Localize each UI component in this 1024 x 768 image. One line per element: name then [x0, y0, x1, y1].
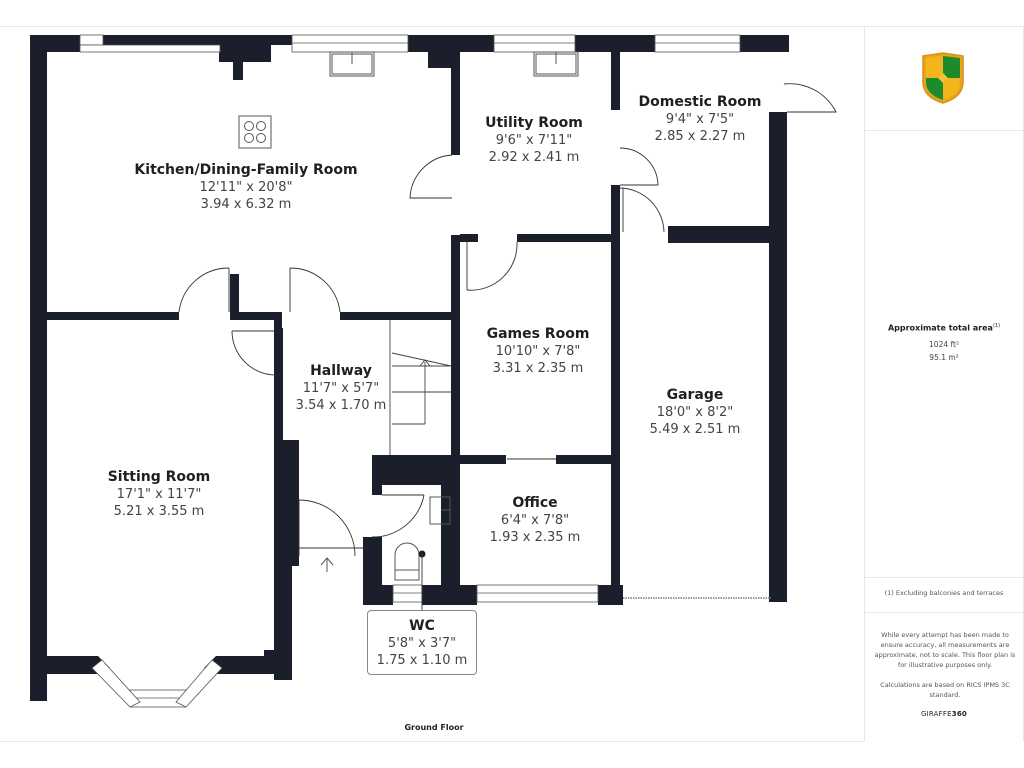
top-divider — [0, 26, 1024, 27]
wc-callout-box — [367, 610, 477, 675]
room-metric: 3.31 x 2.35 m — [492, 361, 584, 376]
sidebar-divider — [865, 612, 1023, 613]
room-imperial: 6'4" x 7'8" — [500, 513, 570, 528]
room-imperial: 11'7" x 5'7" — [302, 381, 380, 396]
area-note-marker: (1) — [992, 323, 1001, 329]
room-metric: 3.94 x 6.32 m — [200, 197, 292, 212]
total-area: Approximate total area(1) 1024 ft² 95.1 … — [865, 323, 1023, 364]
disclaimer-text: While every attempt has been made to ens… — [874, 631, 1016, 669]
room-imperial: 12'11" x 20'8" — [199, 180, 293, 195]
room-metric: 2.85 x 2.27 m — [654, 129, 746, 144]
brand-suffix: 360 — [951, 710, 967, 718]
room-metric: 5.21 x 3.55 m — [113, 504, 205, 519]
room-imperial: 5'8" x 3'7" — [387, 636, 457, 651]
room-imperial: 18'0" x 8'2" — [656, 405, 734, 420]
room-label-kitchen: Kitchen/Dining-Family Room 12'11" x 20'8… — [134, 162, 357, 213]
room-label-hallway: Hallway 11'7" x 5'7" 3.54 x 1.70 m — [296, 363, 387, 414]
room-name: Utility Room — [485, 115, 583, 131]
room-imperial: 9'4" x 7'5" — [665, 112, 735, 127]
area-sqft: 1024 ft² — [929, 339, 959, 349]
area-title-text: Approximate total area — [887, 323, 993, 333]
room-name: Garage — [666, 387, 724, 403]
bottom-divider — [0, 741, 864, 742]
room-name: Domestic Room — [638, 94, 762, 110]
room-metric: 1.93 x 2.35 m — [489, 530, 581, 545]
room-label-games: Games Room 10'10" x 7'8" 3.31 x 2.35 m — [487, 326, 590, 377]
room-name: Sitting Room — [107, 469, 211, 485]
area-title: Approximate total area(1) — [865, 323, 1023, 333]
calculations-text: Calculations are based on RICS IPMS 3C s… — [880, 681, 1010, 699]
sidebar-divider — [865, 577, 1023, 578]
room-label-utility: Utility Room 9'6" x 7'11" 2.92 x 2.41 m — [485, 115, 583, 166]
brand-prefix: GIRAFFE — [921, 710, 952, 718]
room-metric: 1.75 x 1.10 m — [376, 653, 468, 668]
room-imperial: 17'1" x 11'7" — [116, 487, 202, 502]
floor-plan — [30, 34, 837, 708]
room-metric: 5.49 x 2.51 m — [649, 422, 741, 437]
room-metric: 2.92 x 2.41 m — [488, 150, 580, 165]
room-name: Kitchen/Dining-Family Room — [134, 162, 358, 178]
room-metric: 3.54 x 1.70 m — [295, 398, 387, 413]
room-label-wc: WC 5'8" x 3'7" 1.75 x 1.10 m — [377, 618, 468, 669]
staircase — [389, 320, 452, 455]
brand-logo-text: GIRAFFE360 — [865, 710, 1023, 718]
entrance-arrow-icon — [320, 557, 334, 572]
room-name: Games Room — [486, 326, 590, 342]
area-footnote: (1) Excluding balconies and terraces — [884, 589, 1004, 597]
room-imperial: 10'10" x 7'8" — [495, 344, 581, 359]
door-swings — [178, 83, 837, 557]
area-sqm: 95.1 m² — [929, 352, 959, 362]
room-name: WC — [409, 618, 435, 634]
room-label-domestic: Domestic Room 9'4" x 7'5" 2.85 x 2.27 m — [639, 94, 762, 145]
walls — [30, 35, 789, 701]
room-name: Office — [512, 495, 558, 511]
sidebar-divider — [865, 130, 1023, 131]
room-label-sitting: Sitting Room 17'1" x 11'7" 5.21 x 3.55 m — [108, 469, 211, 520]
room-imperial: 9'6" x 7'11" — [495, 133, 573, 148]
info-sidebar: Approximate total area(1) 1024 ft² 95.1 … — [864, 26, 1024, 742]
floor-name: Ground Floor — [404, 723, 464, 732]
shield-crest-logo-icon — [922, 52, 964, 104]
room-label-garage: Garage 18'0" x 8'2" 5.49 x 2.51 m — [650, 387, 741, 438]
room-name: Hallway — [310, 363, 372, 379]
windows — [79, 34, 741, 708]
room-label-office: Office 6'4" x 7'8" 1.93 x 2.35 m — [490, 495, 581, 546]
